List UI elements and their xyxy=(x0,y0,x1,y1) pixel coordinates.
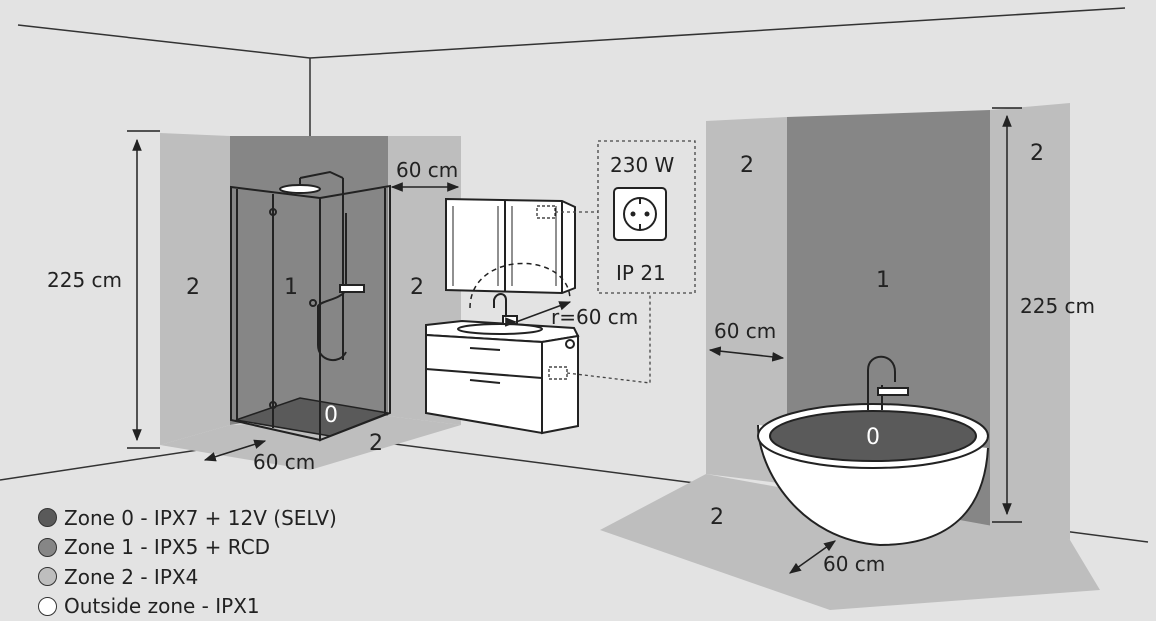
socket-icon xyxy=(613,187,667,241)
legend-swatch-zone-0 xyxy=(38,508,57,528)
bath-zone-2-left-wall xyxy=(706,117,787,484)
shower-zone-base-label: 0 xyxy=(324,403,338,428)
socket-callout xyxy=(555,140,696,384)
shower-enclosure xyxy=(230,170,391,442)
legend-label-outside-zone: Outside zone - IPX1 xyxy=(64,594,260,619)
shower-height-dimension xyxy=(127,130,160,449)
legend-swatch-zone-2 xyxy=(38,567,57,587)
legend-item-zone-2: Zone 2 - IPX4 xyxy=(38,562,337,592)
socket-power-label: 230 W xyxy=(610,153,675,177)
basin-radius-label: r=60 cm xyxy=(551,305,638,329)
legend-swatch-zone-1 xyxy=(38,537,57,557)
bath-wall-width-dimension xyxy=(708,346,785,362)
shower-zone-right-label: 2 xyxy=(410,275,424,300)
legend-swatch-outside-zone xyxy=(38,596,57,616)
shower-zone-1-back-wall xyxy=(230,136,388,425)
legend-item-zone-1: Zone 1 - IPX5 + RCD xyxy=(38,533,337,563)
bath-zone-tub-label: 0 xyxy=(866,425,880,450)
mirror-cabinet xyxy=(445,197,576,295)
vanity-unit xyxy=(425,293,580,435)
bath-height-label: 225 cm xyxy=(1020,294,1095,318)
bath-zone-wall-center-label: 1 xyxy=(876,268,890,293)
shower-zone-left-label: 2 xyxy=(186,275,200,300)
shower-zone-inside-label: 1 xyxy=(284,275,298,300)
bath-zone-floor-label: 2 xyxy=(710,505,724,530)
bath-zone-2-right-wall xyxy=(990,103,1070,540)
shower-side-dimension xyxy=(203,439,267,462)
shower-side-width-label: 60 cm xyxy=(253,450,315,474)
bath-zone-wall-right-label: 2 xyxy=(1030,141,1044,166)
bath-floor-width-label: 60 cm xyxy=(823,552,885,576)
legend-item-zone-0: Zone 0 - IPX7 + 12V (SELV) xyxy=(38,503,337,533)
shower-zone-floor-label: 2 xyxy=(369,431,383,456)
shower-height-label: 225 cm xyxy=(47,268,122,292)
zone-legend: Zone 0 - IPX7 + 12V (SELV) Zone 1 - IPX5… xyxy=(38,503,337,621)
legend-label-zone-2: Zone 2 - IPX4 xyxy=(64,564,199,589)
bath-left-height-dimension xyxy=(992,107,1022,523)
basin-radius-indicator xyxy=(469,262,572,323)
shower-top-width-label: 60 cm xyxy=(396,158,458,182)
legend-item-outside-zone: Outside zone - IPX1 xyxy=(38,592,337,621)
legend-label-zone-0: Zone 0 - IPX7 + 12V (SELV) xyxy=(64,505,337,530)
bathtub xyxy=(757,355,989,547)
bath-zone-wall-left-label: 2 xyxy=(740,153,754,178)
bath-floor-width-dimension xyxy=(789,540,836,574)
socket-ip-label: IP 21 xyxy=(616,261,666,285)
bath-zone-2-floor xyxy=(600,474,1100,610)
bath-wall-width-label: 60 cm xyxy=(714,319,776,343)
legend-label-zone-1: Zone 1 - IPX5 + RCD xyxy=(64,535,271,560)
shower-zone-2-left-wall xyxy=(160,133,230,445)
